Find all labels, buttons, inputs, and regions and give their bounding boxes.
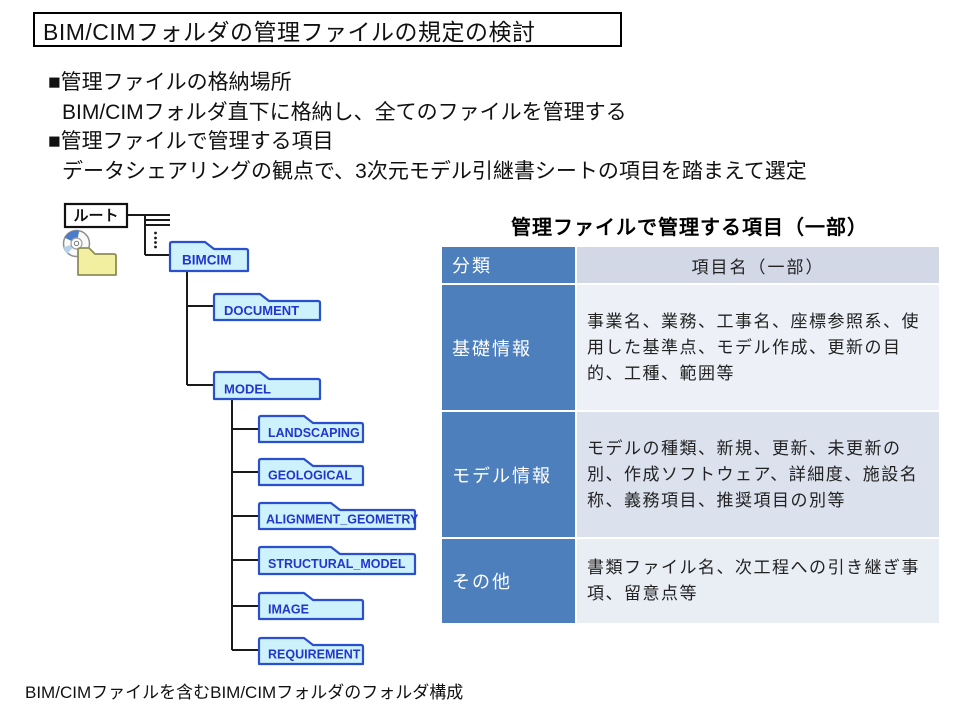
root-box: ルート	[63, 202, 129, 229]
folder-node-document: DOCUMENT	[212, 292, 322, 322]
table-row-items: モデルの種類、新規、更新、未更新の別、作成ソフトウェア、詳細度、施設名称、義務項…	[577, 412, 939, 537]
folder-node-alignment-geometry: ALIGNMENT_GEOMETRY	[257, 501, 419, 531]
folder-node-requirement: REQUIREMENT	[257, 636, 365, 666]
folder-tree-diagram: ルート BIMCIM DOCUMENT MODEL LANDSCAPING	[62, 202, 419, 666]
folder-label: GEOLOGICAL	[268, 469, 352, 483]
diagram-caption: BIM/CIMファイルを含むBIM/CIMフォルダのフォルダ構成	[25, 683, 464, 702]
folder-node-bimcim: BIMCIM	[168, 240, 250, 273]
folder-node-landscaping: LANDSCAPING	[257, 414, 365, 444]
bullet-heading: ■管理ファイルで管理する項目	[48, 130, 334, 153]
folder-node-model: MODEL	[212, 370, 322, 401]
folder-label: STRUCTURAL_MODEL	[268, 557, 406, 571]
slide-title: BIM/CIMフォルダの管理ファイルの規定の検討	[43, 18, 536, 45]
table-row-items: 事業名、業務、工事名、座標参照系、使用した基準点、モデル作成、更新の目的、工種、…	[577, 285, 939, 410]
bullet-detail: BIM/CIMフォルダ直下に格納し、全てのファイルを管理する	[62, 100, 627, 124]
slide-title-box: BIM/CIMフォルダの管理ファイルの規定の検討	[33, 12, 622, 47]
folder-node-image: IMAGE	[257, 591, 365, 621]
table-header-items: 項目名（一部）	[577, 247, 939, 283]
folder-label: REQUIREMENT	[268, 648, 361, 662]
table-row-category: その他	[442, 539, 575, 623]
management-items-table: 分類 項目名（一部） 基礎情報 事業名、業務、工事名、座標参照系、使用した基準点…	[442, 247, 939, 623]
folder-label: MODEL	[224, 382, 271, 397]
bullet-list: ■管理ファイルの格納場所 BIM/CIMフォルダ直下に格納し、全てのファイルを管…	[48, 68, 928, 186]
root-label: ルート	[73, 208, 118, 225]
table-header-category: 分類	[442, 247, 575, 283]
table-title: 管理ファイルで管理する項目（一部）	[511, 217, 868, 239]
folder-label: BIMCIM	[182, 253, 232, 268]
folder-label: ALIGNMENT_GEOMETRY	[266, 513, 419, 527]
folder-label: LANDSCAPING	[268, 426, 360, 440]
root-folder-icon	[77, 247, 117, 276]
table-row-items: 書類ファイル名、次工程への引き継ぎ事項、留意点等	[577, 539, 939, 623]
table-row-category: 基礎情報	[442, 285, 575, 410]
folder-label: IMAGE	[268, 603, 309, 617]
folder-node-geological: GEOLOGICAL	[257, 457, 365, 487]
bullet-detail: データシェアリングの観点で、3次元モデル引継書シートの項目を踏まえて選定	[62, 159, 807, 183]
table-row-category: モデル情報	[442, 412, 575, 537]
ellipsis-dots-icon	[154, 231, 157, 249]
tree-connector-lines	[127, 214, 259, 651]
folder-node-structural-model: STRUCTURAL_MODEL	[257, 545, 417, 576]
bullet-heading: ■管理ファイルの格納場所	[48, 71, 292, 94]
folder-label: DOCUMENT	[224, 303, 299, 318]
